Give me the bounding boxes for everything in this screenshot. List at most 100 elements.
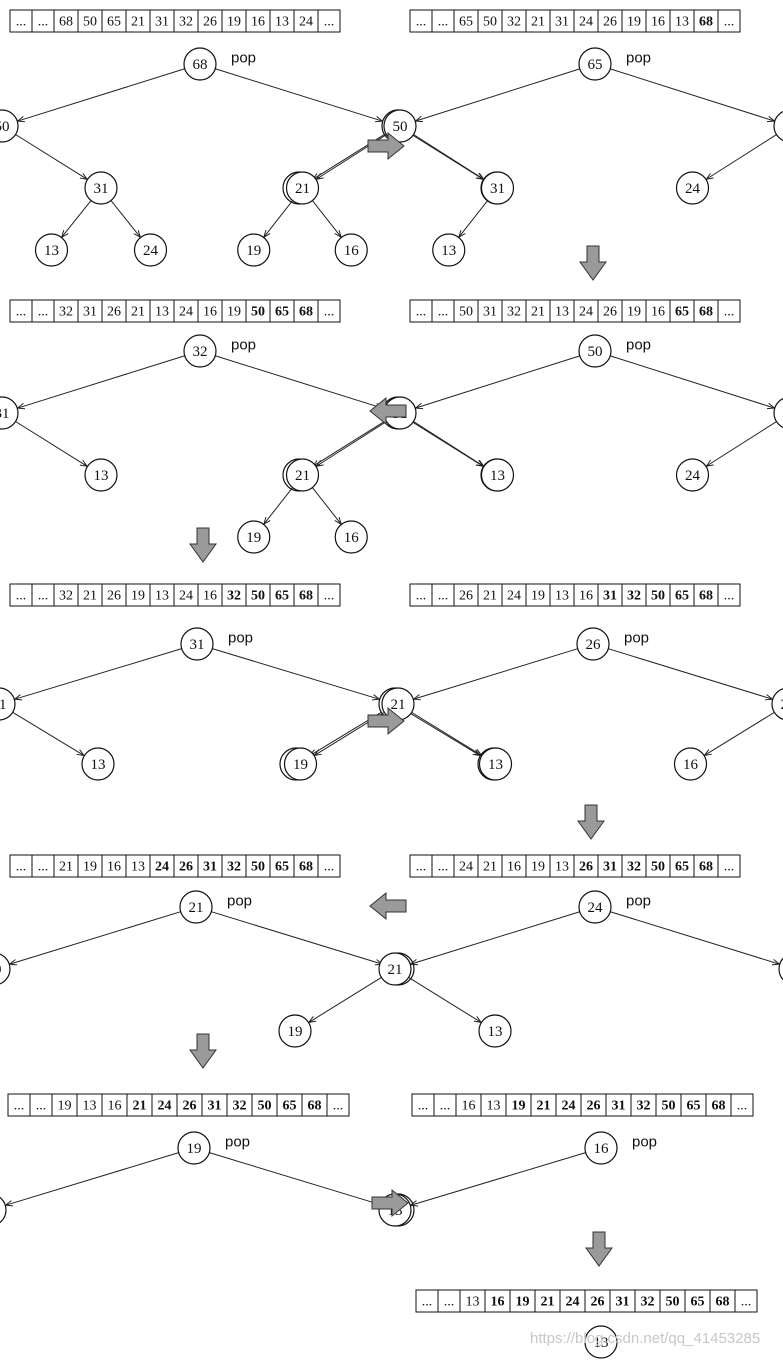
array-cell-value: ...: [36, 1099, 47, 1114]
tree-node-value: 19: [246, 243, 261, 259]
tree-edge: [707, 134, 777, 179]
tree-node: 19: [177, 1131, 211, 1165]
tree-node-value: 50: [588, 344, 603, 360]
array-cell-value: 32: [627, 589, 641, 604]
array-cell-value: ...: [324, 589, 335, 604]
array-cell-value: 21: [483, 589, 497, 604]
array-cell-value: 32: [227, 860, 241, 875]
array-cell-value: ...: [16, 589, 27, 604]
tree-node: 65: [578, 47, 612, 81]
array-cell-value: ...: [422, 1295, 433, 1310]
array-cell-value: 50: [258, 1099, 272, 1114]
tree-node-value: 13: [488, 1024, 503, 1040]
tree-node: 13: [584, 1325, 618, 1359]
array-cell-value: 31: [612, 1099, 626, 1114]
array-cell: [317, 299, 341, 323]
tree-node: 21: [285, 171, 320, 205]
array-cell-value: 13: [275, 15, 289, 30]
array-cell-value: 65: [675, 305, 689, 320]
array-cell-value: 21: [537, 1099, 551, 1114]
tree-edge: [413, 134, 484, 179]
array-cell-value: 32: [59, 589, 73, 604]
tree-edge: [110, 200, 140, 237]
tree-node: 16: [584, 1131, 618, 1165]
array-cell-value: 24: [299, 15, 313, 30]
array-cell-value: 68: [299, 860, 313, 875]
tree-node-circle: [283, 747, 318, 781]
tree-node-value: 24: [781, 697, 783, 713]
array-cell-value: 16: [203, 589, 217, 604]
array-cell-value: ...: [444, 1295, 455, 1310]
array-cell-value: 24: [579, 305, 593, 320]
array-cell-value: 32: [627, 860, 641, 875]
array-cell-value: 32: [637, 1099, 651, 1114]
tree-node: 21: [378, 952, 412, 986]
tree-edge: [459, 200, 489, 237]
tree-node-circle: [578, 47, 612, 81]
array-cell-value: 31: [155, 15, 169, 30]
tree-node: 24: [675, 458, 710, 492]
tree-node: 31: [0, 396, 19, 430]
tree-node-value: 21: [0, 697, 7, 713]
array-cell-value: 32: [227, 589, 241, 604]
tree-node-value: 13: [44, 243, 59, 259]
tree-edge: [416, 355, 580, 408]
array-cell-value: 21: [531, 305, 545, 320]
array-cell-value: 19: [627, 305, 641, 320]
array-cell-value: 68: [699, 305, 713, 320]
array-cell-value: 26: [107, 305, 121, 320]
array-cell-value: 50: [483, 15, 497, 30]
tree-node-circle: [378, 952, 412, 986]
array-cell-value: 16: [491, 1295, 505, 1310]
tree-edge: [10, 911, 181, 964]
tree-node-circle: [285, 458, 320, 492]
tree-node-value: 24: [685, 468, 701, 484]
tree-node: 31: [180, 627, 214, 661]
array-cell-value: 24: [566, 1295, 580, 1310]
tree-edge: [62, 200, 92, 237]
tree-node-value: 21: [295, 468, 310, 484]
tree-edge: [264, 200, 294, 237]
tree-node: 16: [334, 233, 368, 267]
tree-node: 21: [0, 687, 16, 721]
step-panel-p3: ......3231262113241619506568...131619212…: [0, 299, 514, 492]
tree-edge: [309, 977, 382, 1022]
tree-node-value: 16: [344, 243, 360, 259]
array-cell-value: 65: [283, 1099, 297, 1114]
tree-node-circle: [383, 109, 417, 143]
array-cell-value: 31: [203, 860, 217, 875]
pop-label: pop: [624, 630, 649, 647]
flow-arrow-down: [585, 1231, 613, 1267]
tree-node-circle: [773, 110, 783, 142]
tree-node: 21: [285, 458, 320, 492]
array-cell-value: 68: [699, 589, 713, 604]
flow-arrow-down: [189, 527, 217, 563]
tree-edge: [18, 68, 185, 121]
tree-node-value: 19: [0, 962, 2, 978]
array-cell-value: 19: [58, 1099, 72, 1114]
array-cell-value: 13: [466, 1295, 480, 1310]
tree-node-circle: [278, 1014, 312, 1048]
array-cell-value: ...: [724, 305, 735, 320]
tree-node-value: 13: [594, 1335, 609, 1351]
array-cell-value: 21: [131, 305, 145, 320]
watermark-text: https://blog.csdn.net/qq_41453285: [530, 1330, 760, 1347]
tree-node-circle: [0, 1196, 7, 1224]
flow-arrow-down: [189, 1033, 217, 1069]
pop-label: pop: [626, 50, 651, 67]
tree-node-circle: [432, 233, 466, 267]
tree-edge: [6, 1152, 179, 1205]
tree-node-circle: [180, 627, 214, 661]
array-cell-value: 68: [299, 305, 313, 320]
tree-node-circle: [478, 747, 513, 781]
